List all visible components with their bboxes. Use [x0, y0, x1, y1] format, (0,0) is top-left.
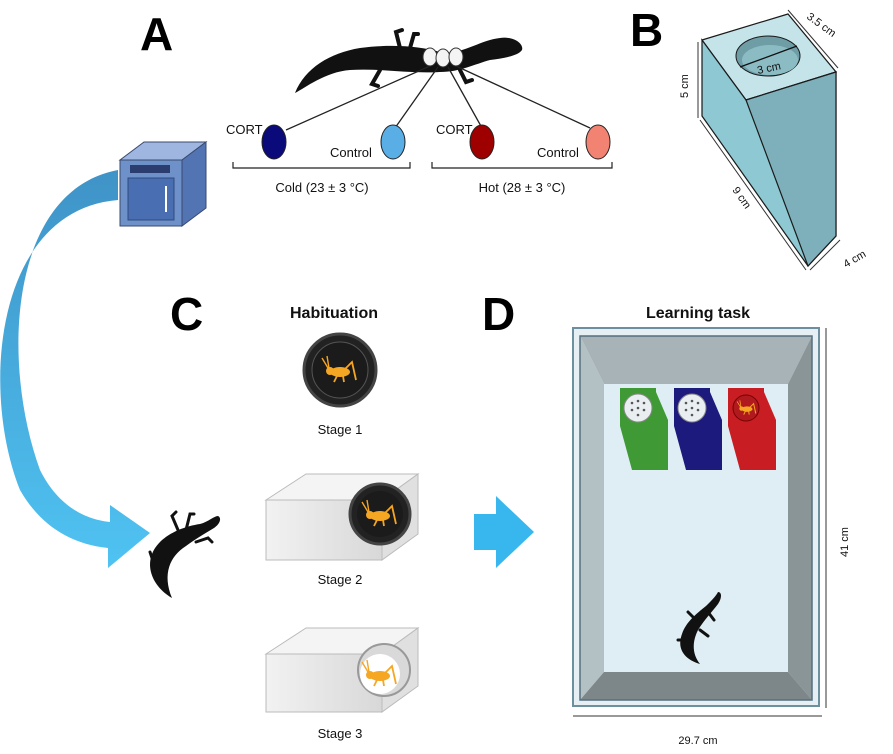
feeder-blue	[674, 388, 722, 470]
cold-cort-egg	[261, 124, 287, 160]
cold-group-bracket	[232, 162, 411, 169]
right-arrow-icon	[474, 496, 534, 568]
stage2-label: Stage 2	[318, 572, 363, 587]
stage1-dish	[302, 332, 378, 408]
egg-assignment-lines	[285, 65, 591, 131]
cold-cort-label: CORT	[226, 122, 263, 137]
dim-line-width	[809, 239, 841, 271]
dim-line-depth	[787, 9, 839, 69]
stage1-label: Stage 1	[318, 422, 363, 437]
dim-height-label: 5 cm	[679, 74, 691, 98]
hot-control-egg	[585, 124, 611, 160]
dim-length-label: 9 cm	[730, 185, 754, 211]
feeder-red	[728, 388, 776, 470]
hot-group-bracket	[431, 162, 613, 169]
arena-width-label: 29.7 cm	[678, 735, 717, 747]
hot-control-label: Control	[537, 145, 579, 160]
learning-task-title: Learning task	[646, 305, 750, 322]
dim-line-length	[699, 119, 807, 271]
panel-label-b: B	[630, 4, 663, 56]
panel-label-c: C	[170, 288, 203, 340]
stage2-tunnel	[264, 473, 420, 561]
hot-cort-label: CORT	[436, 122, 473, 137]
stage3-tunnel	[264, 627, 420, 713]
feeder-green	[620, 388, 668, 470]
panel-label-a: A	[140, 8, 173, 60]
curved-arrow-icon	[0, 170, 150, 568]
feeder-block-diagram	[701, 13, 838, 268]
arena-height-label: 41 cm	[839, 527, 851, 557]
arena-lizard-icon	[676, 592, 721, 664]
cold-control-egg	[380, 124, 406, 160]
hot-cort-egg	[469, 124, 495, 160]
panel-label-d: D	[482, 288, 515, 340]
incubator-icon	[118, 141, 208, 227]
dim-diameter-label: 3 cm	[756, 60, 782, 77]
hot-group-label: Hot (28 ± 3 °C)	[479, 180, 566, 195]
hatchling-lizard-icon	[148, 510, 221, 598]
adult-lizard-icon	[295, 28, 523, 93]
stage3-label: Stage 3	[318, 726, 363, 741]
arena	[572, 327, 820, 707]
habituation-title: Habituation	[290, 305, 378, 322]
egg-clutch-icon	[422, 47, 464, 68]
cold-control-label: Control	[330, 145, 372, 160]
dim-width-label: 4 cm	[842, 248, 869, 270]
cold-group-label: Cold (23 ± 3 °C)	[275, 180, 368, 195]
